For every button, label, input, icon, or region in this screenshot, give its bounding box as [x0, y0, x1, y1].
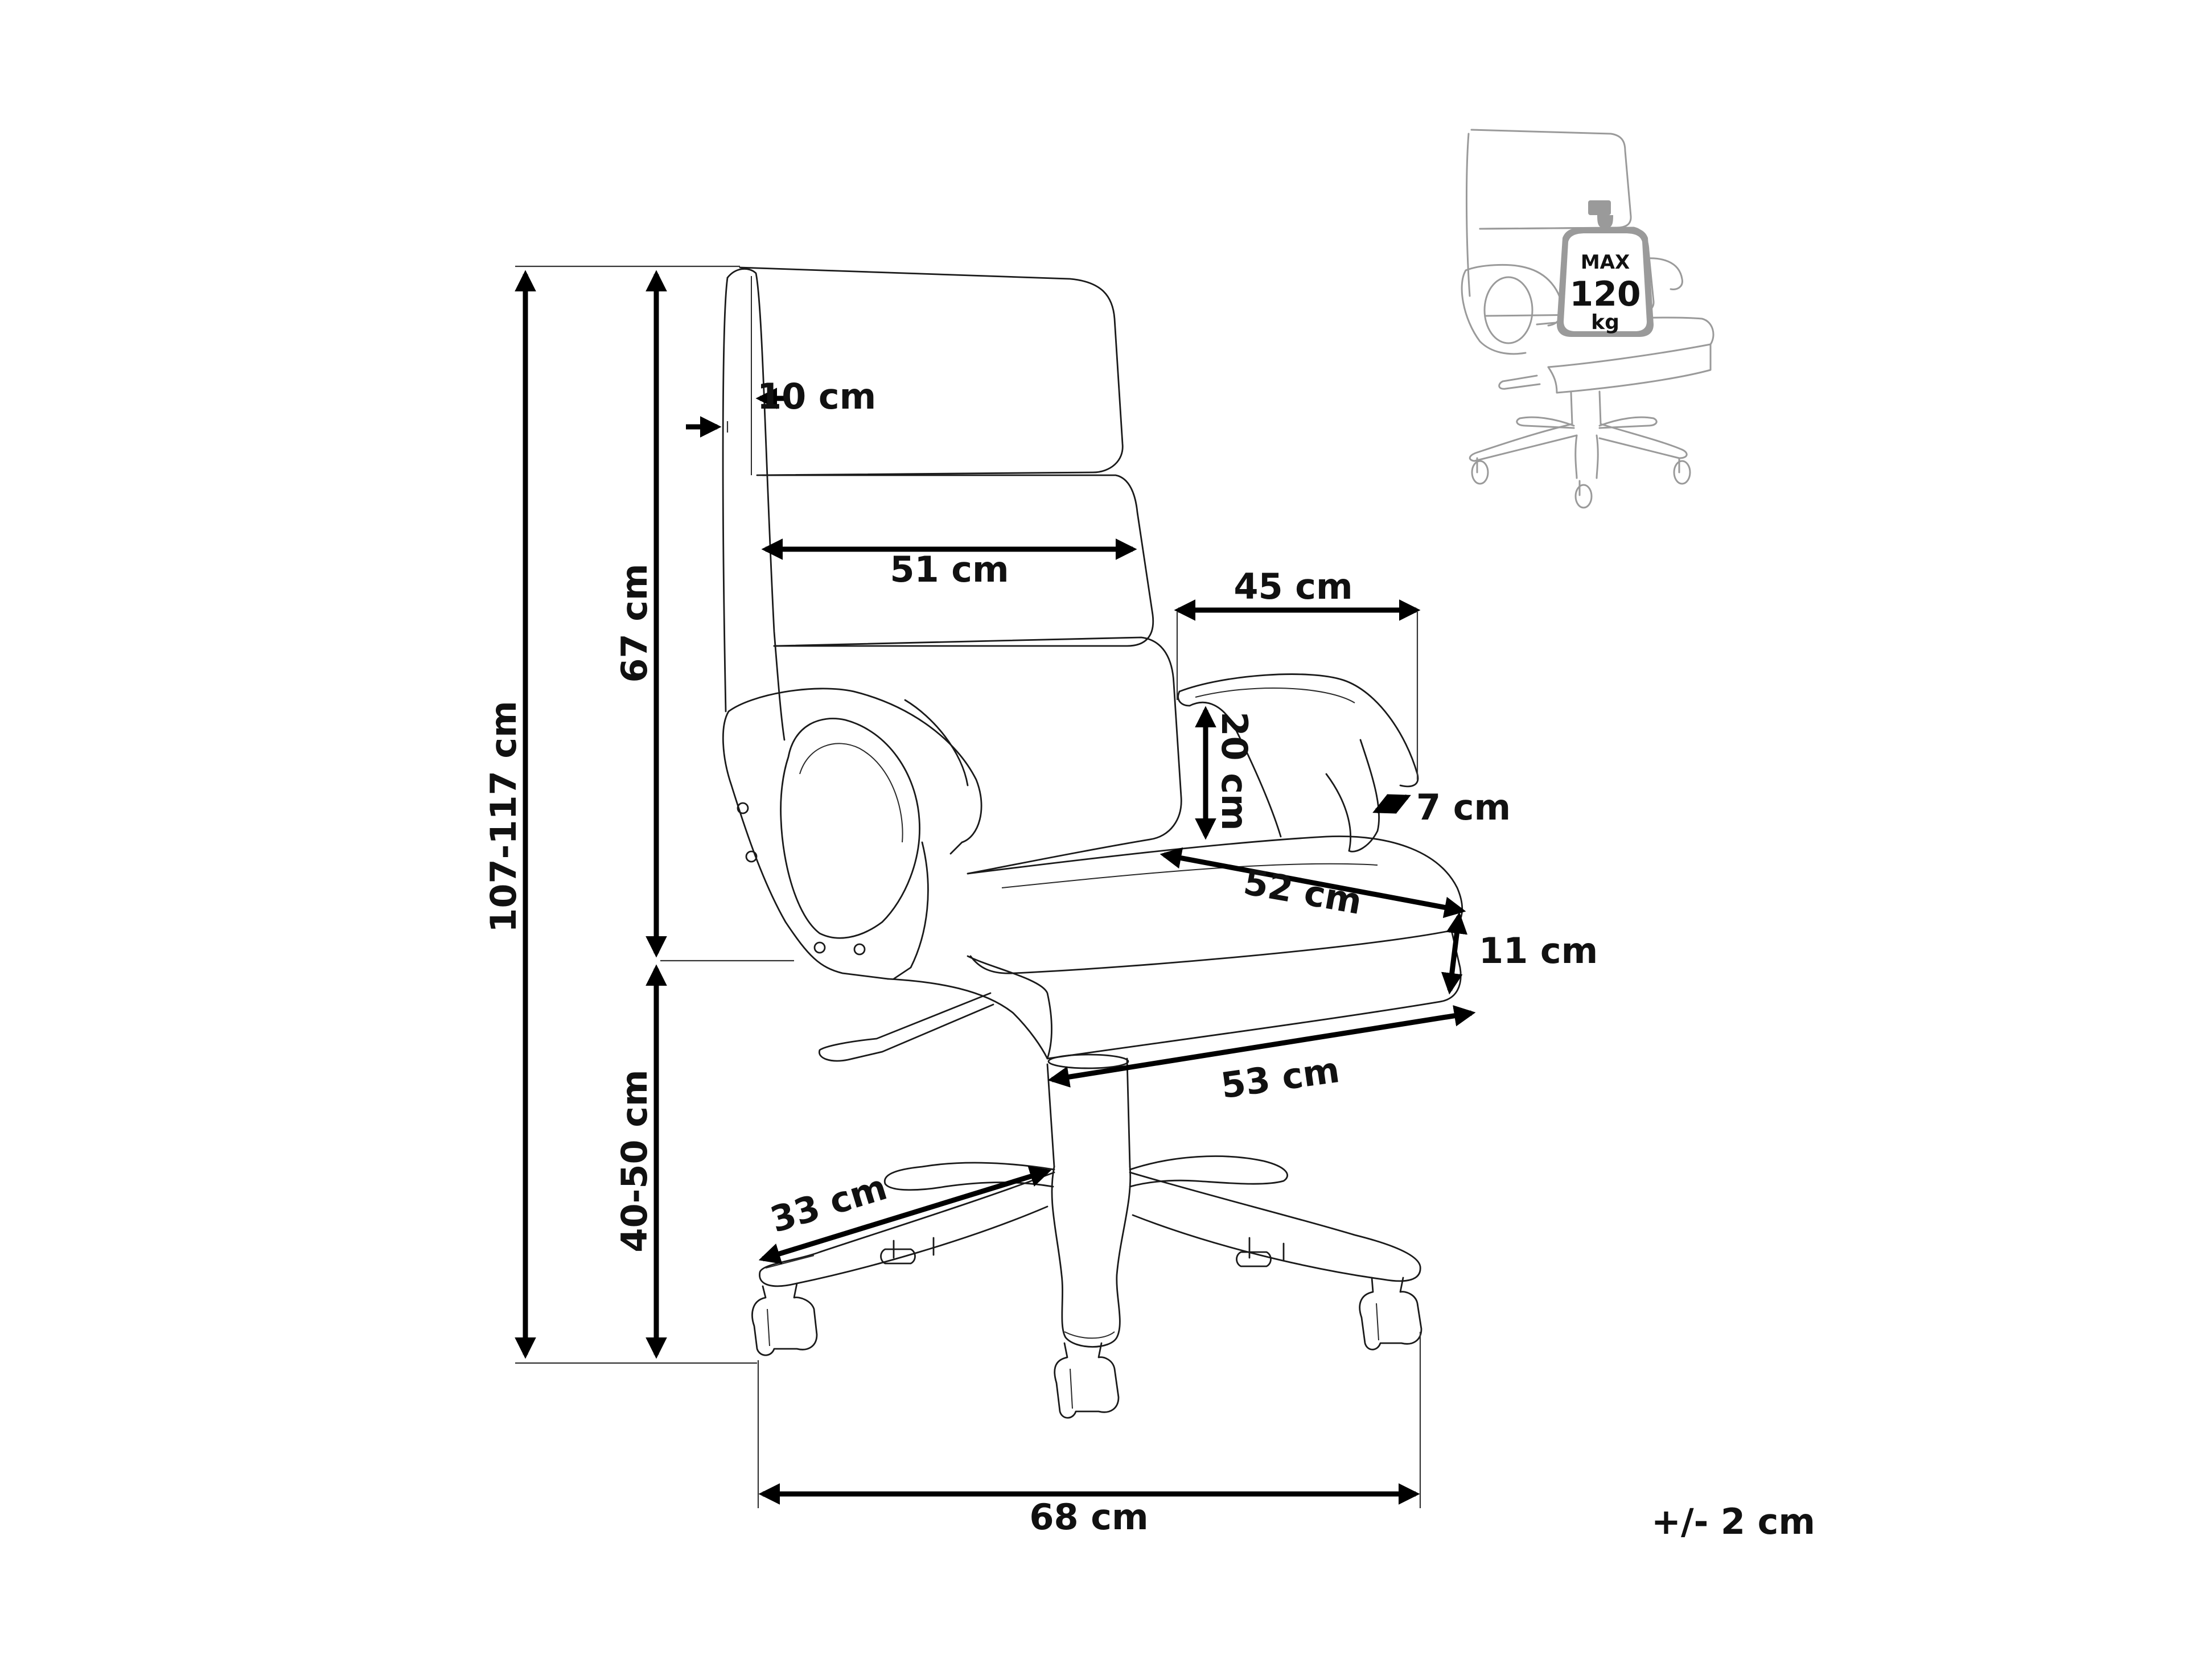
dimension-arrows — [515, 270, 1476, 1505]
weight-icon — [1557, 200, 1654, 337]
label-armrest-width: 7 cm — [1416, 787, 1511, 828]
label-base-radius: 33 cm — [766, 1166, 891, 1241]
caster-right-front — [1359, 1277, 1422, 1351]
label-armrest-length: 45 cm — [1234, 566, 1352, 607]
max-load-inset: MAX 120 kg — [1461, 129, 1714, 509]
max-load-value: 120 — [1569, 274, 1641, 314]
dim-seat-depth-arrow — [1160, 847, 1466, 919]
extension-lines — [515, 265, 1421, 1508]
caster-center — [1054, 1342, 1120, 1419]
label-backrest-height: 67 cm — [614, 563, 655, 682]
label-total-height: 107-117 cm — [483, 701, 524, 933]
chair-drawing — [722, 266, 1463, 1419]
caster-left-front — [751, 1282, 818, 1356]
label-seat-depth: 52 cm — [1240, 861, 1365, 923]
label-seat-width: 53 cm — [1218, 1049, 1342, 1106]
label-seat-height: 40-50 cm — [614, 1069, 655, 1252]
dim-armrest-width-arrow — [1372, 794, 1411, 814]
label-base-width: 68 cm — [1029, 1496, 1148, 1538]
caster-rear-right — [1236, 1251, 1272, 1267]
dimension-labels: 107-117 cm 67 cm 40-50 cm 10 cm 51 cm 45… — [483, 376, 1815, 1542]
max-load-unit: kg — [1591, 311, 1619, 334]
dim-base-radius-arrow — [758, 1166, 1052, 1265]
label-tolerance: +/- 2 cm — [1651, 1501, 1815, 1542]
dim-seat-width-arrow — [1047, 1005, 1476, 1088]
dim-seat-thickness-arrow — [1441, 912, 1468, 995]
label-armrest-height: 20 cm — [1214, 711, 1255, 830]
max-load-label-top: MAX — [1581, 251, 1630, 274]
label-seat-thickness: 11 cm — [1479, 930, 1598, 971]
label-backrest-width: 51 cm — [890, 549, 1009, 590]
label-backrest-thickness: 10 cm — [757, 376, 876, 417]
